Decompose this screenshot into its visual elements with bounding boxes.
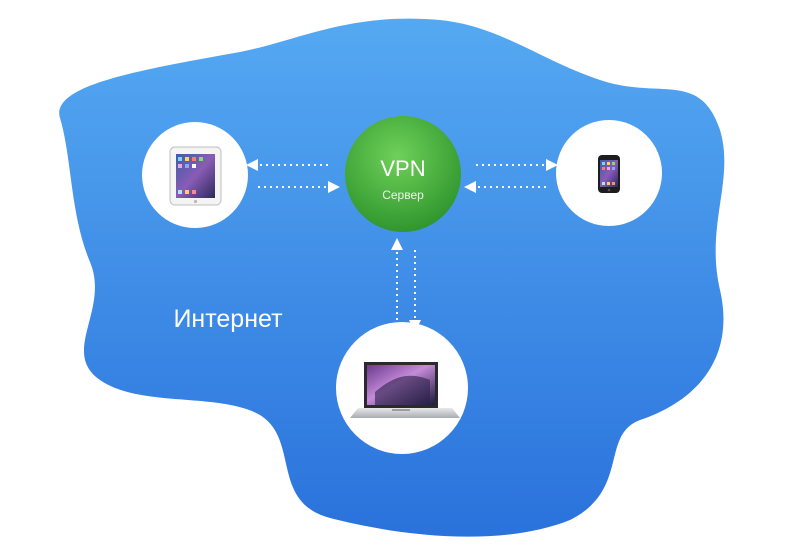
laptop-icon xyxy=(350,362,460,418)
phone-node xyxy=(556,120,662,226)
internet-label: Интернет xyxy=(173,305,283,333)
vpn-server-node: VPN Сервер xyxy=(345,116,461,232)
smartphone-icon xyxy=(598,155,620,193)
tablet-icon xyxy=(169,146,222,206)
laptop-node xyxy=(336,322,468,454)
tablet-node xyxy=(142,122,248,228)
internet-cloud xyxy=(59,18,725,537)
vpn-server-title: VPN xyxy=(380,156,425,181)
vpn-server-subtitle: Сервер xyxy=(382,188,424,202)
